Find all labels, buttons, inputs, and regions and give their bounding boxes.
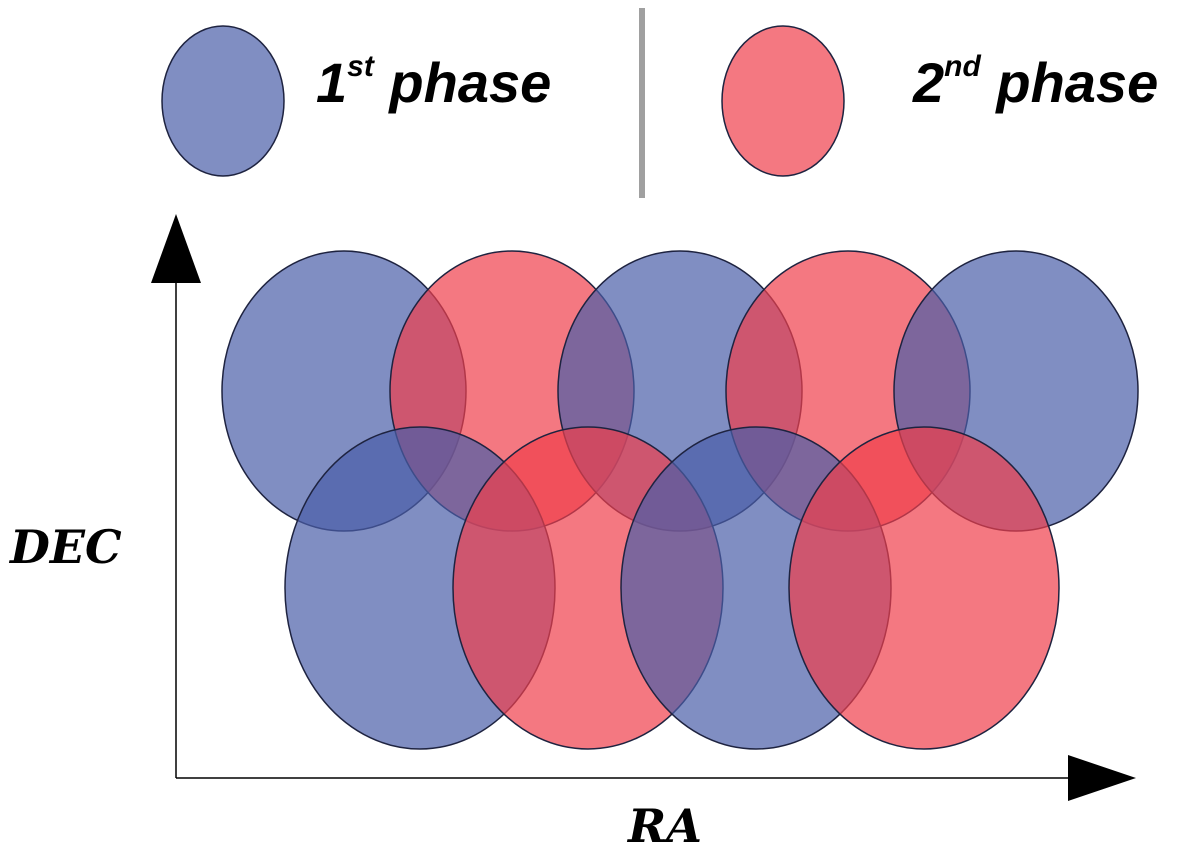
legend: 1st phase 2nd phase [161, 8, 1158, 198]
y-axis-arrowhead [151, 214, 201, 283]
x-axis-label: RA [626, 799, 702, 848]
y-axis-label: DEC [8, 520, 122, 574]
legend-swatch-phase2 [721, 25, 845, 177]
legend-label-phase1: 1st phase [316, 50, 551, 114]
pointing-ellipse-phase2 [788, 426, 1060, 750]
legend-swatch-phase1 [161, 25, 285, 177]
pointing-ellipses [221, 250, 1139, 750]
legend-label-phase2: 2nd phase [912, 50, 1158, 114]
axes: DEC RA [8, 214, 1136, 848]
x-axis-arrowhead [1068, 755, 1136, 801]
